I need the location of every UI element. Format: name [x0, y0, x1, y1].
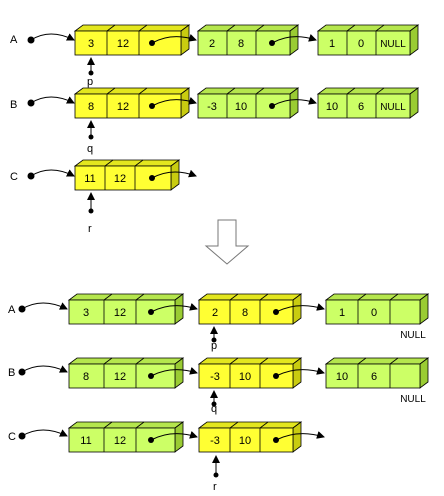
pointer-label: r	[213, 481, 217, 493]
after-pointer-q: q	[210, 390, 218, 415]
pointer-dot-icon	[211, 337, 217, 343]
before-a-node-1: 3 12	[73, 24, 197, 56]
pointer-dot-icon	[88, 70, 94, 76]
node-value: -3	[210, 371, 220, 383]
node-value: 12	[117, 101, 129, 113]
before-a-node-2: 2 8	[196, 24, 317, 56]
node-value: 11	[80, 435, 91, 447]
pointer-dot-icon	[88, 208, 94, 214]
after-list-b-name: B	[8, 367, 15, 379]
before-list-b: B 8 12 -3 10	[10, 87, 420, 155]
node-value: 6	[358, 101, 364, 113]
before-b-node-1: 8 12	[73, 87, 197, 119]
node-value: 2	[212, 307, 218, 319]
before-c-node-1: 11 12	[73, 159, 197, 191]
after-pointer-r: r	[212, 455, 220, 493]
node-value: 1	[339, 307, 345, 319]
node-value: 8	[238, 38, 244, 50]
before-list-c: C 11 12 r	[10, 159, 197, 235]
before-b-node-2: -3 10	[196, 87, 317, 119]
after-list-b: B 8 12 -3 10	[8, 357, 430, 415]
node-value: 12	[114, 307, 126, 319]
before-list-a-name: A	[10, 34, 18, 46]
after-a-node-3: 1 0 NULL	[324, 293, 430, 341]
node-value: 10	[326, 101, 338, 113]
before-head-pointer-c	[27, 169, 75, 180]
next-arrow	[271, 33, 317, 44]
after-list-c-name: C	[8, 431, 16, 443]
node-value: 12	[114, 435, 126, 447]
null-label: NULL	[400, 330, 426, 341]
before-pointer-q: q	[87, 120, 95, 155]
before-a-node-3: 1 0 NULL	[316, 24, 420, 56]
node-value: 3	[88, 38, 94, 50]
before-list-c-name: C	[10, 171, 18, 183]
before-head-pointer-b	[27, 96, 75, 107]
node-value: 10	[239, 435, 251, 447]
before-b-node-3: 10 6 NULL	[316, 87, 420, 119]
node-value: 12	[117, 38, 129, 50]
after-b-node-1: 8 12	[67, 357, 198, 389]
next-arrow	[151, 33, 197, 44]
node-value: 6	[371, 371, 377, 383]
after-c-node-1: 11 12	[67, 421, 198, 453]
node-value: 8	[83, 371, 89, 383]
after-a-node-1: 3 12	[67, 293, 198, 325]
node-value: 12	[114, 173, 126, 185]
node-value: 2	[209, 38, 215, 50]
after-pointer-p: p	[210, 326, 218, 352]
node-value: 8	[242, 307, 248, 319]
after-list-c: C 11 12 -3 10	[8, 421, 325, 493]
after-a-node-2: 2 8	[197, 293, 325, 325]
node-value: 10	[235, 101, 247, 113]
node-value: 1	[329, 38, 335, 50]
after-head-pointer-c	[18, 429, 68, 440]
after-b-node-3: 10 6 NULL	[324, 357, 430, 405]
before-list-b-name: B	[10, 99, 17, 111]
node-value: 0	[358, 38, 364, 50]
node-value: 11	[84, 173, 95, 185]
pointer-arrow	[30, 33, 75, 41]
pointer-dot-icon	[88, 134, 94, 140]
pointer-label: q	[87, 143, 93, 155]
pointer-label: p	[211, 340, 217, 352]
after-list-a-name: A	[8, 304, 16, 316]
after-list-a: A 3 12 2 8	[8, 293, 430, 352]
null-label: NULL	[380, 39, 406, 50]
pointer-label: q	[211, 403, 217, 415]
after-head-pointer-b	[18, 365, 68, 376]
null-label: NULL	[380, 102, 406, 113]
node-value: 3	[83, 307, 89, 319]
null-label: NULL	[400, 394, 426, 405]
pointer-label: r	[88, 223, 92, 235]
node-value: 12	[114, 371, 126, 383]
before-pointer-p: p	[87, 57, 95, 88]
before-pointer-r: r	[87, 192, 95, 235]
before-list-a: A 3 12 2 8	[10, 24, 420, 88]
pointer-dot-icon	[213, 472, 219, 478]
pointer-label: p	[87, 76, 93, 88]
node-value: -3	[210, 435, 220, 447]
pointer-dot-icon	[211, 401, 217, 407]
after-head-pointer-a	[18, 302, 68, 313]
before-head-pointer-a	[27, 33, 75, 44]
hollow-down-arrow-icon	[204, 219, 250, 265]
node-value: 10	[239, 371, 251, 383]
after-c-node-2: -3 10	[197, 421, 325, 453]
node-value: 0	[371, 307, 377, 319]
node-value: 10	[336, 371, 348, 383]
node-value: -3	[207, 101, 217, 113]
after-b-node-2: -3 10	[197, 357, 325, 389]
node-value: 8	[88, 101, 94, 113]
